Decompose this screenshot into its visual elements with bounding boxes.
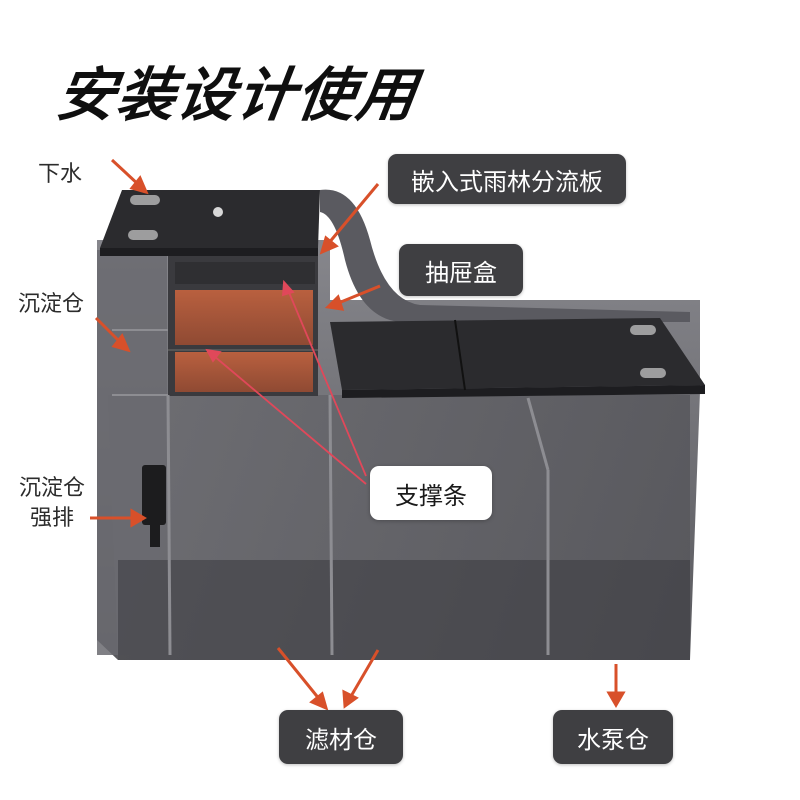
- label-settling-drain-line1: 沉淀仓: [16, 474, 88, 504]
- label-settling-tank: 沉淀仓: [18, 290, 84, 320]
- partition-1: [168, 395, 170, 655]
- tag-pump-chamber: 水泵仓: [553, 710, 673, 764]
- label-settling-drain-line2: 强排: [16, 504, 88, 534]
- filter-media-top: [175, 262, 315, 284]
- label-settling-drain: 沉淀仓 强排: [16, 474, 88, 534]
- drain-fitting: [142, 465, 166, 525]
- tag-support-strip: 支撑条: [370, 466, 492, 520]
- partition-2: [330, 395, 332, 655]
- tag-rain-plate: 嵌入式雨林分流板: [388, 154, 626, 204]
- tank-bottom-band: [118, 560, 690, 660]
- lid-hole: [213, 207, 223, 217]
- filter-media-lower: [175, 352, 313, 392]
- tag-filter-chamber: 滤材仓: [279, 710, 403, 764]
- label-drain: 下水: [38, 160, 82, 190]
- tag-drawer-box: 抽屉盒: [399, 244, 523, 296]
